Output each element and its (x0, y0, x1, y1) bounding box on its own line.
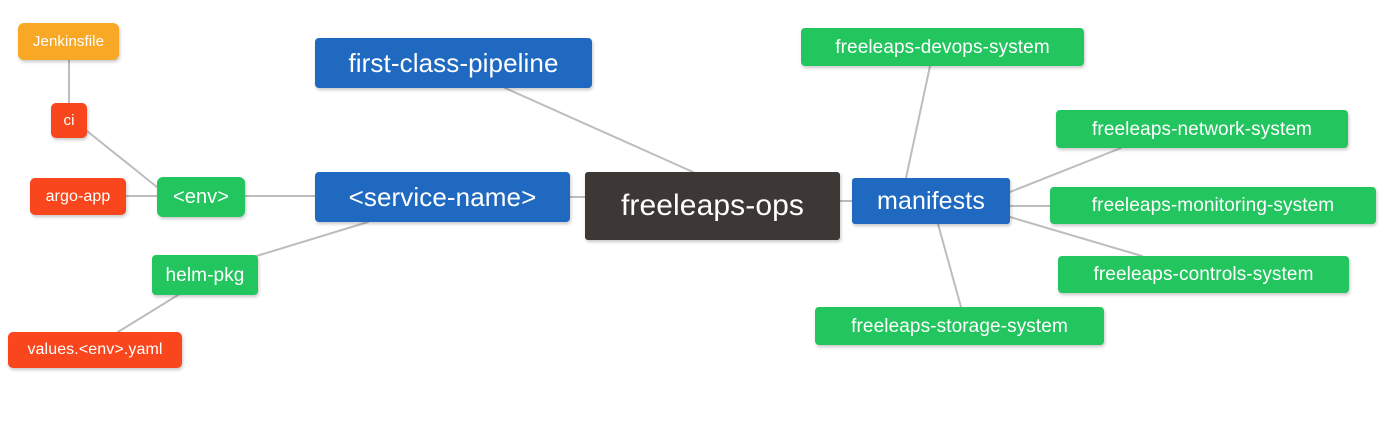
node-label-manifests: manifests (877, 186, 985, 215)
node-first-class-pipeline[interactable]: first-class-pipeline (315, 38, 592, 88)
node-freeleaps-monitoring-system[interactable]: freeleaps-monitoring-system (1050, 187, 1376, 224)
node-label-first-class-pipeline: first-class-pipeline (348, 48, 559, 78)
node-freeleaps-storage-system[interactable]: freeleaps-storage-system (815, 307, 1104, 345)
node-label-freeleaps-controls-system: freeleaps-controls-system (1093, 264, 1314, 285)
edge-manifests-to-freeleaps-storage-system (937, 223, 962, 308)
node-helm-pkg[interactable]: helm-pkg (152, 255, 258, 295)
node-label-env: <env> (172, 186, 230, 208)
node-label-freeleaps-monitoring-system: freeleaps-monitoring-system (1091, 195, 1335, 216)
node-manifests[interactable]: manifests (852, 178, 1010, 224)
edge-helm-pkg-to-service-name (249, 221, 369, 259)
node-label-helm-pkg: helm-pkg (165, 264, 245, 286)
node-freeleaps-ops[interactable]: freeleaps-ops (585, 172, 840, 240)
node-env[interactable]: <env> (157, 177, 245, 217)
node-argo-app[interactable]: argo-app (30, 178, 126, 215)
edge-values-yaml-to-helm-pkg (117, 294, 179, 333)
node-label-jenkinsfile: Jenkinsfile (32, 33, 105, 50)
node-ci[interactable]: ci (51, 103, 87, 138)
edge-manifests-to-freeleaps-devops-system (905, 65, 931, 179)
node-jenkinsfile[interactable]: Jenkinsfile (18, 23, 119, 60)
node-label-argo-app: argo-app (45, 187, 111, 205)
node-freeleaps-network-system[interactable]: freeleaps-network-system (1056, 110, 1348, 148)
node-label-service-name: <service-name> (348, 182, 537, 212)
node-label-freeleaps-network-system: freeleaps-network-system (1092, 118, 1312, 140)
node-label-freeleaps-ops: freeleaps-ops (620, 189, 805, 222)
node-values-yaml[interactable]: values.<env>.yaml (8, 332, 182, 368)
edge-manifests-to-freeleaps-network-system (1009, 147, 1122, 193)
node-label-freeleaps-devops-system: freeleaps-devops-system (835, 36, 1050, 58)
node-label-freeleaps-storage-system: freeleaps-storage-system (851, 315, 1068, 337)
node-label-values-yaml: values.<env>.yaml (27, 341, 163, 358)
node-service-name[interactable]: <service-name> (315, 172, 570, 222)
node-label-ci: ci (63, 112, 75, 129)
node-freeleaps-controls-system[interactable]: freeleaps-controls-system (1058, 256, 1349, 293)
node-freeleaps-devops-system[interactable]: freeleaps-devops-system (801, 28, 1084, 66)
edge-first-class-pipeline-to-freeleaps-ops (504, 87, 694, 173)
